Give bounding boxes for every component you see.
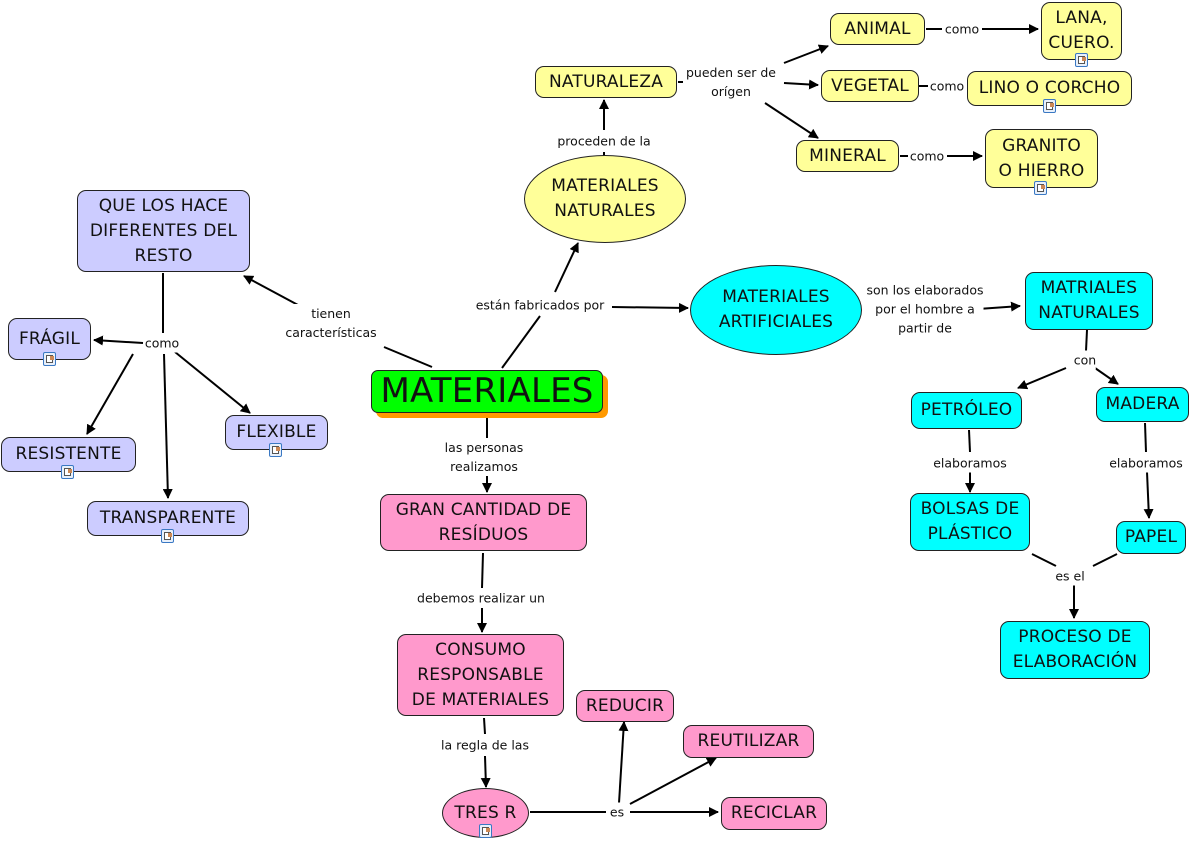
link-label: tienen características — [285, 304, 377, 342]
link-line — [501, 315, 541, 369]
node-animal[interactable]: ANIMAL — [830, 13, 925, 45]
link-label: elaboramos — [1109, 453, 1183, 473]
link-line — [481, 552, 484, 589]
link-arrow — [86, 353, 134, 435]
node-reutilizar[interactable]: REUTILIZAR — [683, 725, 814, 758]
link-arrow — [93, 335, 144, 346]
link-label: como — [909, 146, 945, 166]
link-label: como — [929, 76, 965, 96]
link-label: es — [609, 802, 625, 822]
link-line — [383, 346, 433, 368]
node-proceso-elaboracion[interactable]: PROCESO DE ELABORACIÓN — [1000, 621, 1150, 679]
link-label: la regla de las — [441, 735, 529, 755]
link-arrow — [611, 302, 689, 313]
link-arrow — [480, 755, 491, 788]
attached-resource-icon[interactable] — [1043, 99, 1056, 113]
attached-resource-icon[interactable] — [269, 443, 282, 457]
link-label: es el — [1055, 566, 1085, 586]
link-line — [1144, 422, 1147, 453]
link-label: son los elaborados por el hombre a parti… — [866, 280, 984, 338]
node-consumo-responsable[interactable]: CONSUMO RESPONSABLE DE MATERIALES — [397, 634, 564, 716]
link-label: están fabricados por — [475, 295, 605, 315]
link-line — [483, 717, 486, 735]
node-que-los-hace-diferentes[interactable]: QUE LOS HACE DIFERENTES DEL RESTO — [77, 190, 250, 272]
node-materiales-naturales[interactable]: MATERIALES NATURALES — [524, 155, 686, 243]
link-arrow — [618, 721, 629, 804]
link-arrow — [764, 102, 819, 139]
link-arrow — [783, 79, 819, 90]
node-bolsas-plastico[interactable]: BOLSAS DE PLÁSTICO — [910, 493, 1030, 551]
node-reciclar[interactable]: RECICLAR — [721, 797, 827, 830]
link-line — [1092, 553, 1118, 567]
link-arrow — [629, 757, 717, 805]
node-materiales[interactable]: MATERIALES — [371, 370, 603, 413]
link-arrow — [162, 353, 173, 499]
link-arrow — [783, 44, 829, 64]
link-arrow — [243, 275, 299, 306]
node-gran-cantidad-residuos[interactable]: GRAN CANTIDAD DE RESÍDUOS — [380, 494, 587, 551]
attached-resource-icon[interactable] — [1034, 181, 1047, 195]
link-label: con — [1073, 350, 1097, 370]
link-label: elaboramos — [933, 453, 1007, 473]
node-lana-cuero[interactable]: LANA, CUERO. — [1041, 2, 1122, 60]
link-arrow — [977, 301, 1021, 312]
node-flexible[interactable]: FLEXIBLE — [225, 415, 328, 450]
link-label: las personas realizamos — [444, 438, 524, 476]
attached-resource-icon[interactable] — [1075, 53, 1088, 67]
link-label: como — [144, 333, 180, 353]
link-label: como — [944, 19, 980, 39]
node-naturaleza[interactable]: NATURALEZA — [535, 66, 677, 98]
attached-resource-icon[interactable] — [43, 352, 56, 366]
link-arrow — [1017, 367, 1067, 390]
node-vegetal[interactable]: VEGETAL — [821, 70, 919, 102]
node-madera[interactable]: MADERA — [1096, 387, 1189, 422]
node-papel[interactable]: PAPEL — [1116, 521, 1186, 554]
link-label: proceden de la — [557, 131, 651, 151]
link-line — [1085, 329, 1088, 352]
link-label: pueden ser de orígen — [685, 63, 777, 101]
node-materiales-artificiales[interactable]: MATERIALES ARTIFICIALES — [690, 265, 862, 355]
link-arrow — [1143, 471, 1154, 519]
node-petroleo[interactable]: PETRÓLEO — [911, 392, 1022, 429]
link-line — [1031, 553, 1057, 567]
node-mineral[interactable]: MINERAL — [796, 140, 899, 172]
node-granito-hierro[interactable]: GRANITO O HIERRO — [985, 129, 1098, 188]
attached-resource-icon[interactable] — [61, 465, 74, 479]
node-fragil[interactable]: FRÁGIL — [8, 318, 91, 360]
link-arrow — [1094, 367, 1119, 385]
node-matriales-naturales[interactable]: MATRIALES NATURALES — [1025, 272, 1153, 330]
attached-resource-icon[interactable] — [479, 824, 492, 838]
link-line — [968, 429, 971, 453]
link-arrow — [554, 242, 579, 293]
link-arrow — [174, 351, 251, 414]
attached-resource-icon[interactable] — [161, 529, 174, 543]
link-label: debemos realizar un — [417, 588, 545, 608]
node-reducir[interactable]: REDUCIR — [576, 690, 674, 722]
